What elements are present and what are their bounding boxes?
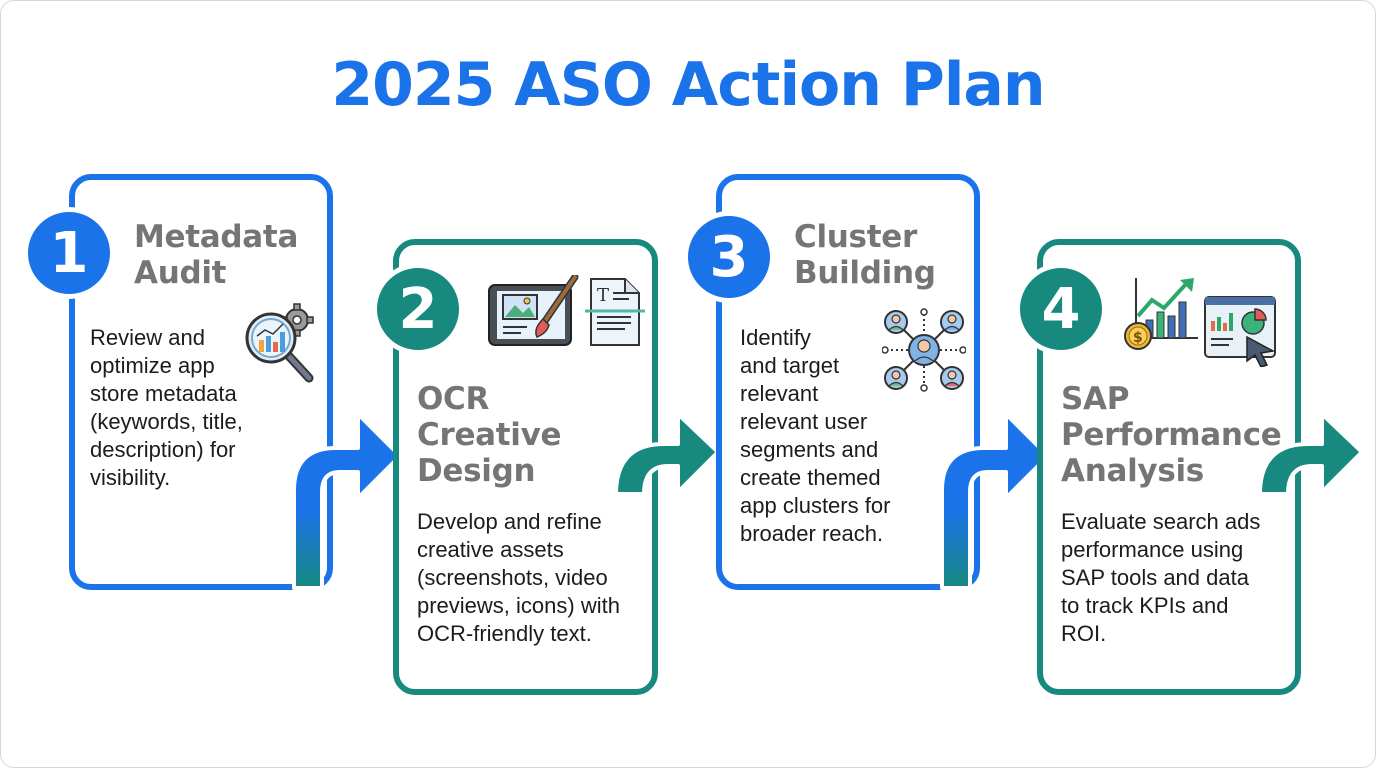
step-number-badge-1: 1 — [23, 207, 115, 299]
arrow-right-icon-2 — [612, 410, 722, 505]
step-description-4: Evaluate search ads performance using SA… — [1061, 509, 1261, 646]
magnifier-chart-gear-icon — [243, 300, 319, 389]
step-description-3: Identify and target relevant relevant us… — [740, 325, 891, 546]
step-heading-1: Metadata Audit — [134, 219, 299, 291]
tablet-paintbrush-icon — [487, 273, 579, 354]
step-heading-3: Cluster Building — [794, 219, 936, 291]
svg-text:T: T — [597, 285, 609, 306]
dashboard-cursor-icon — [1203, 295, 1279, 372]
step-description-2: Develop and refine creative assets (scre… — [417, 509, 620, 646]
page-title: 2025 ASO Action Plan — [331, 50, 1045, 120]
arrow-right-icon-1 — [284, 410, 404, 595]
step-description-1: Review and optimize app store metadata (… — [90, 325, 243, 490]
user-network-icon — [881, 308, 967, 397]
step-heading-4: SAP Performance Analysis — [1061, 381, 1282, 489]
svg-text:$: $ — [1133, 330, 1143, 346]
step-number-badge-4: 4 — [1015, 263, 1107, 355]
step-number-badge-3: 3 — [683, 211, 775, 303]
step-heading-2: OCR Creative Design — [417, 381, 562, 489]
step-number-badge-2: 2 — [372, 263, 464, 355]
document-scan-icon: T — [585, 277, 645, 354]
arrow-right-icon-4 — [1256, 410, 1366, 505]
growth-chart-coin-icon: $ — [1122, 276, 1200, 357]
arrow-right-icon-3 — [932, 410, 1052, 595]
